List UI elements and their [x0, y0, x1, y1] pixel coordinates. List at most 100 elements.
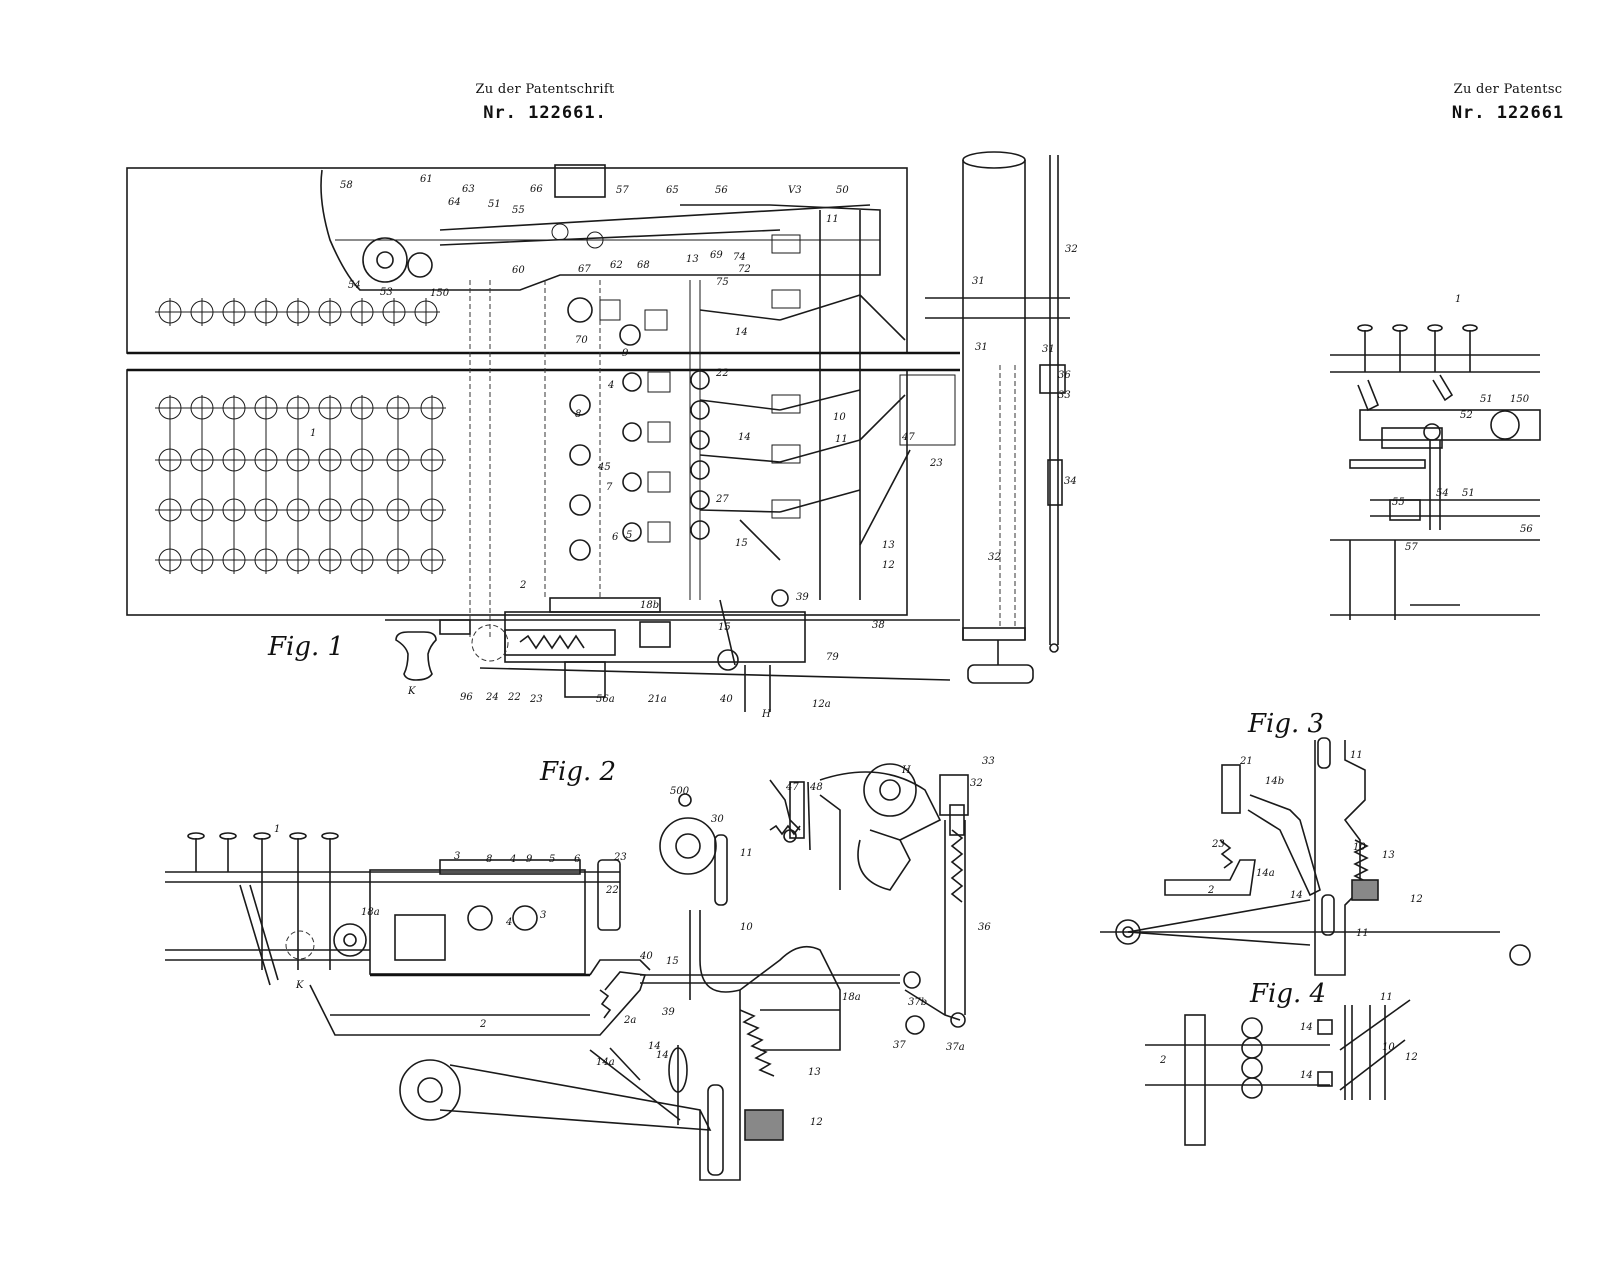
reference-numeral: 15 — [735, 538, 748, 549]
reference-numeral: 65 — [666, 185, 679, 196]
reference-numeral: 37b — [908, 997, 927, 1008]
reference-numeral: 31 — [975, 342, 988, 353]
reference-numeral: 2 — [519, 580, 526, 591]
reference-numeral: 11 — [1380, 992, 1393, 1003]
fig4-drawing — [1145, 999, 1411, 1146]
reference-numeral: 8 — [486, 854, 492, 865]
header-left-title: Zu der Patentschrift — [475, 82, 615, 97]
reference-numeral: 12 — [882, 560, 895, 571]
reference-numeral: 10 — [740, 922, 753, 933]
reference-numeral: 69 — [710, 250, 723, 261]
reference-numeral: 37 — [893, 1040, 906, 1051]
reference-numeral: 62 — [610, 260, 623, 271]
reference-numeral: 57 — [616, 185, 629, 196]
reference-numeral: 39 — [796, 592, 809, 603]
reference-numeral: 14 — [656, 1050, 669, 1061]
reference-numeral: K — [295, 980, 304, 991]
fig1-drawing — [126, 151, 1070, 712]
reference-numeral: 5 — [626, 530, 632, 541]
reference-numeral: 7 — [606, 482, 613, 493]
reference-numeral: 64 — [448, 197, 461, 208]
header-right: Zu der Patentsc Nr. 122661 — [1418, 82, 1598, 123]
reference-numeral: 14 — [648, 1041, 661, 1052]
reference-numeral: 63 — [462, 184, 475, 195]
reference-numeral: 57 — [1405, 542, 1418, 553]
reference-numeral: 18a — [842, 992, 861, 1003]
reference-numeral: 37a — [946, 1042, 965, 1053]
reference-numeral: 6 — [574, 854, 581, 865]
reference-numeral: 36 — [978, 922, 991, 933]
reference-numeral: 31 — [972, 276, 985, 287]
reference-numeral: 2a — [623, 1015, 636, 1026]
reference-numeral: 150 — [1510, 394, 1530, 405]
reference-numeral: 55 — [512, 205, 525, 216]
reference-numeral: 14a — [596, 1057, 615, 1068]
reference-numeral: 75 — [716, 277, 729, 288]
reference-numeral: 11 — [1350, 750, 1363, 761]
reference-numeral: 27 — [715, 494, 729, 505]
reference-numeral: 12 — [1410, 894, 1423, 905]
reference-numeral: 39 — [662, 1007, 675, 1018]
reference-numeral: 14 — [1300, 1022, 1313, 1033]
reference-numeral: 56 — [715, 185, 728, 196]
right-fragment-drawing — [1330, 324, 1541, 620]
reference-numeral: 70 — [575, 335, 588, 346]
reference-numeral: 13 — [882, 540, 895, 551]
reference-numeral: 500 — [670, 786, 690, 797]
reference-numeral: 1 — [274, 824, 280, 835]
reference-numeral: 9 — [622, 348, 629, 359]
reference-numeral: 38 — [872, 620, 885, 631]
reference-numeral: 40 — [719, 694, 733, 705]
reference-numeral: 10 — [1353, 842, 1366, 853]
reference-numeral: 30 — [711, 814, 724, 825]
reference-numeral: 15 — [718, 622, 731, 633]
reference-numeral: 12 — [1405, 1052, 1418, 1063]
reference-numeral: 14a — [1256, 868, 1275, 879]
fig3-drawing — [1100, 737, 1531, 976]
reference-numeral: 11 — [835, 434, 848, 445]
reference-numeral: 56 — [1520, 524, 1533, 535]
reference-numeral: 2 — [479, 1019, 486, 1030]
reference-numeral: 66 — [530, 184, 543, 195]
reference-numeral: 4 — [607, 380, 614, 391]
header-left-number: Nr. 122661. — [483, 103, 607, 123]
reference-numeral: 32 — [988, 552, 1001, 563]
reference-numeral: 11 — [740, 848, 753, 859]
reference-numeral: 51 — [488, 199, 501, 210]
reference-numeral: 48 — [809, 782, 823, 793]
reference-numeral: 53 — [380, 287, 393, 298]
reference-numeral: H — [901, 765, 911, 776]
reference-numeral: 6 — [612, 532, 619, 543]
reference-numeral: V3 — [788, 185, 802, 196]
reference-numeral: 2 — [1159, 1055, 1166, 1066]
reference-numeral: 54 — [348, 280, 361, 291]
reference-numeral: 15 — [666, 956, 679, 967]
fig2-drawing — [165, 763, 969, 1181]
reference-numeral: H — [761, 709, 771, 720]
reference-numeral: 45 — [597, 462, 611, 473]
reference-numeral: 23 — [613, 852, 627, 863]
reference-numeral: 14b — [1265, 776, 1284, 787]
reference-numeral: 33 — [1058, 390, 1071, 401]
header-left: Zu der Patentschrift Nr. 122661. — [455, 82, 635, 123]
reference-numeral: 9 — [526, 854, 533, 865]
fig4-title: Fig. 4 — [1249, 979, 1326, 1009]
reference-numeral: 32 — [1065, 244, 1078, 255]
reference-numeral: 3 — [540, 910, 546, 921]
reference-numeral: 54 — [1436, 488, 1449, 499]
reference-numeral: 61 — [420, 174, 433, 185]
reference-numeral: 50 — [836, 185, 849, 196]
reference-numeral: 58 — [340, 180, 353, 191]
reference-numeral: 2 — [1207, 885, 1214, 896]
reference-numeral: 24 — [485, 692, 499, 703]
reference-numeral: 13 — [808, 1067, 821, 1078]
reference-numeral: 33 — [982, 756, 995, 767]
reference-numeral: 10 — [833, 412, 846, 423]
reference-numeral: 150 — [430, 288, 450, 299]
reference-numeral: 18b — [640, 600, 659, 611]
